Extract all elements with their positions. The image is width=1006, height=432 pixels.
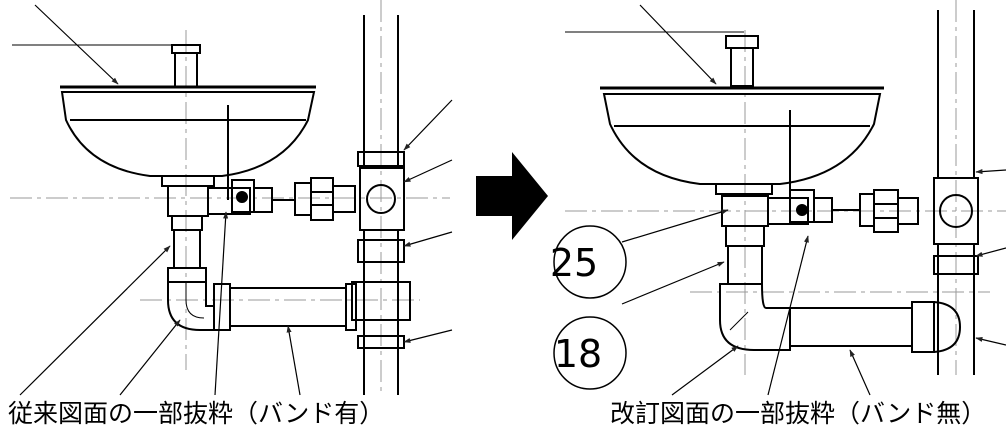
leader-arrows [19, 4, 453, 396]
tee [359, 167, 405, 231]
horizontal-pipe [789, 301, 962, 353]
callout-circles [553, 225, 627, 390]
drop-pipe [167, 215, 207, 283]
callout-number-2: 18 [554, 332, 602, 376]
center-lines [565, 0, 1006, 375]
leader-arrows [621, 4, 1006, 396]
basin [60, 44, 316, 187]
union [859, 189, 919, 233]
callout-number-1: 25 [550, 241, 598, 285]
arrow-right-icon [476, 152, 548, 240]
ball-valve [721, 189, 860, 227]
elbow [719, 283, 791, 351]
revised-drawing [553, 0, 1006, 396]
elbow [167, 281, 215, 331]
basin [600, 35, 884, 195]
vertical-pipe [351, 15, 411, 395]
tee [933, 177, 979, 245]
union [294, 177, 356, 221]
caption-revised-drawing: 改訂図面の一部抜粋（バンド無） [610, 399, 987, 428]
vertical-pipe [933, 10, 979, 375]
old-drawing [10, 0, 453, 396]
horizontal-pipe [213, 283, 357, 331]
caption-old-drawing: 従来図面の一部抜粋（バンド有） [8, 399, 385, 428]
